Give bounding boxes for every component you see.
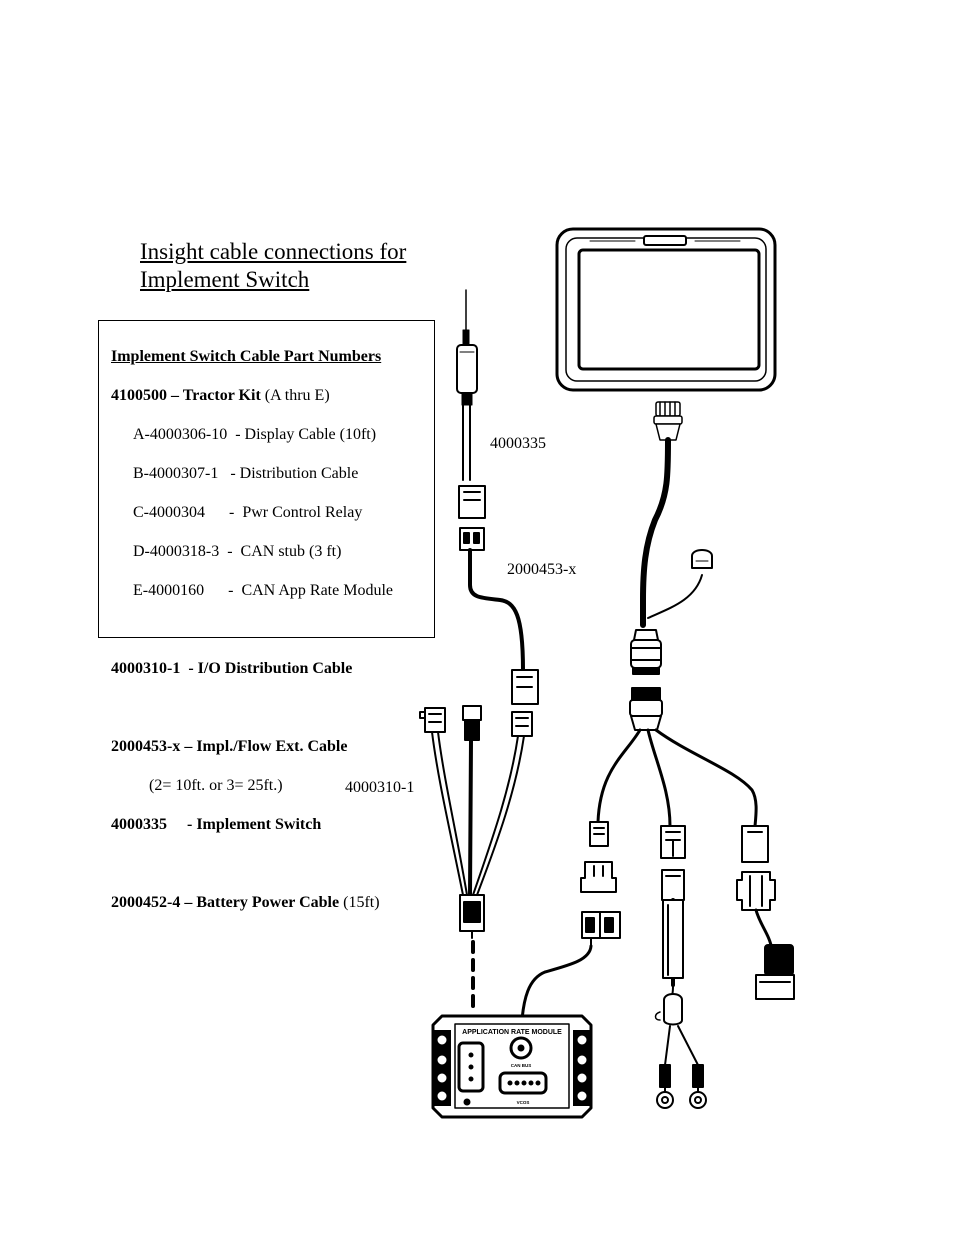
display-screen <box>577 248 761 371</box>
relay-branch <box>736 825 795 1000</box>
kit-item-desc: - CAN App Rate Module <box>204 581 393 599</box>
switch-line: 4000335 - Implement Switch <box>111 815 322 833</box>
tractor-kit-line: 4100500 – Tractor Kit (A thru E) <box>111 386 434 406</box>
kit-item: D-4000318-3 - CAN stub (3 ft) <box>111 542 434 562</box>
label-io-cable-part: 4000310-1 <box>345 779 415 796</box>
module-header-text: APPLICATION RATE MODULE <box>462 1029 562 1036</box>
module-can-cable <box>519 944 593 1040</box>
display-connector <box>653 401 683 441</box>
io-cable-connectors <box>419 705 533 741</box>
battery-bold: 2000452-4 – Battery Power Cable <box>111 893 340 911</box>
can-stub-cap <box>691 549 713 569</box>
round-connector-lower <box>629 687 663 731</box>
power-relay-branch <box>654 825 707 1109</box>
application-rate-module <box>431 1014 593 1119</box>
display-cable <box>640 437 671 628</box>
ext-cable-line: 2000453-x – Impl./Flow Ext. Cable <box>111 737 348 755</box>
io-cable-main-connector <box>459 894 485 939</box>
distribution-cable-branches <box>596 728 758 828</box>
title-line-1: Insight cable connections for <box>140 239 407 264</box>
diagram-title: Insight cable connections for Implement … <box>140 238 406 294</box>
kit-item: C-4000304 - Pwr Control Relay <box>111 503 434 523</box>
tractor-kit-number: 4100500 <box>111 386 167 404</box>
display-unit <box>555 227 777 392</box>
io-cable-wires <box>431 731 525 897</box>
io-cable-line: 4000310-1 - I/O Distribution Cable <box>111 659 353 677</box>
implement-switch <box>456 289 478 481</box>
battery-line: 2000452-4 – Battery Power Cable (15ft) <box>111 893 434 913</box>
title-line-2: Implement Switch <box>140 267 310 292</box>
tractor-kit-name: Tractor Kit <box>182 386 261 404</box>
kit-item-desc: - CAN stub (3 ft) <box>219 542 342 560</box>
can-port-label: CAN BUS <box>511 1063 532 1068</box>
vcos-port-label: VCOS <box>517 1100 530 1105</box>
kit-item-code: B-4000307-1 <box>133 464 219 482</box>
extension-cable <box>468 548 525 672</box>
can-tee-connector <box>581 911 621 947</box>
label-switch-part: 4000335 <box>490 435 546 452</box>
ext-cable-note: (2= 10ft. or 3= 25ft.) <box>149 776 283 794</box>
kit-item: A-4000306-10 - Display Cable (10ft) <box>111 425 434 445</box>
kit-item-code: C-4000304 <box>133 503 205 521</box>
tractor-kit-note: (A thru E) <box>260 386 330 404</box>
kit-item-code: A-4000306-10 <box>133 425 228 443</box>
part-numbers-box: Implement Switch Cable Part Numbers 4100… <box>98 320 435 911</box>
kit-item-desc: - Pwr Control Relay <box>205 503 363 521</box>
left-branch-connector <box>580 821 617 893</box>
can-stub-wire <box>647 574 703 619</box>
tractor-kit-sep: – <box>167 386 183 404</box>
parts-heading: Implement Switch Cable Part Numbers <box>111 347 382 365</box>
kit-item-code: D-4000318-3 <box>133 542 220 560</box>
switch-connector <box>458 485 486 551</box>
battery-note: (15ft) <box>339 893 380 911</box>
kit-item-code: E-4000160 <box>133 581 205 599</box>
round-connector-upper <box>630 629 662 675</box>
kit-item: B-4000307-1 - Distribution Cable <box>111 464 434 484</box>
kit-item: E-4000160 - CAN App Rate Module <box>111 581 434 601</box>
display-handle <box>643 235 687 246</box>
kit-item-desc: - Display Cable (10ft) <box>227 425 377 443</box>
label-ext-cable-part: 2000453-x <box>507 561 577 578</box>
kit-item-desc: - Distribution Cable <box>218 464 359 482</box>
extension-connector <box>511 669 539 705</box>
